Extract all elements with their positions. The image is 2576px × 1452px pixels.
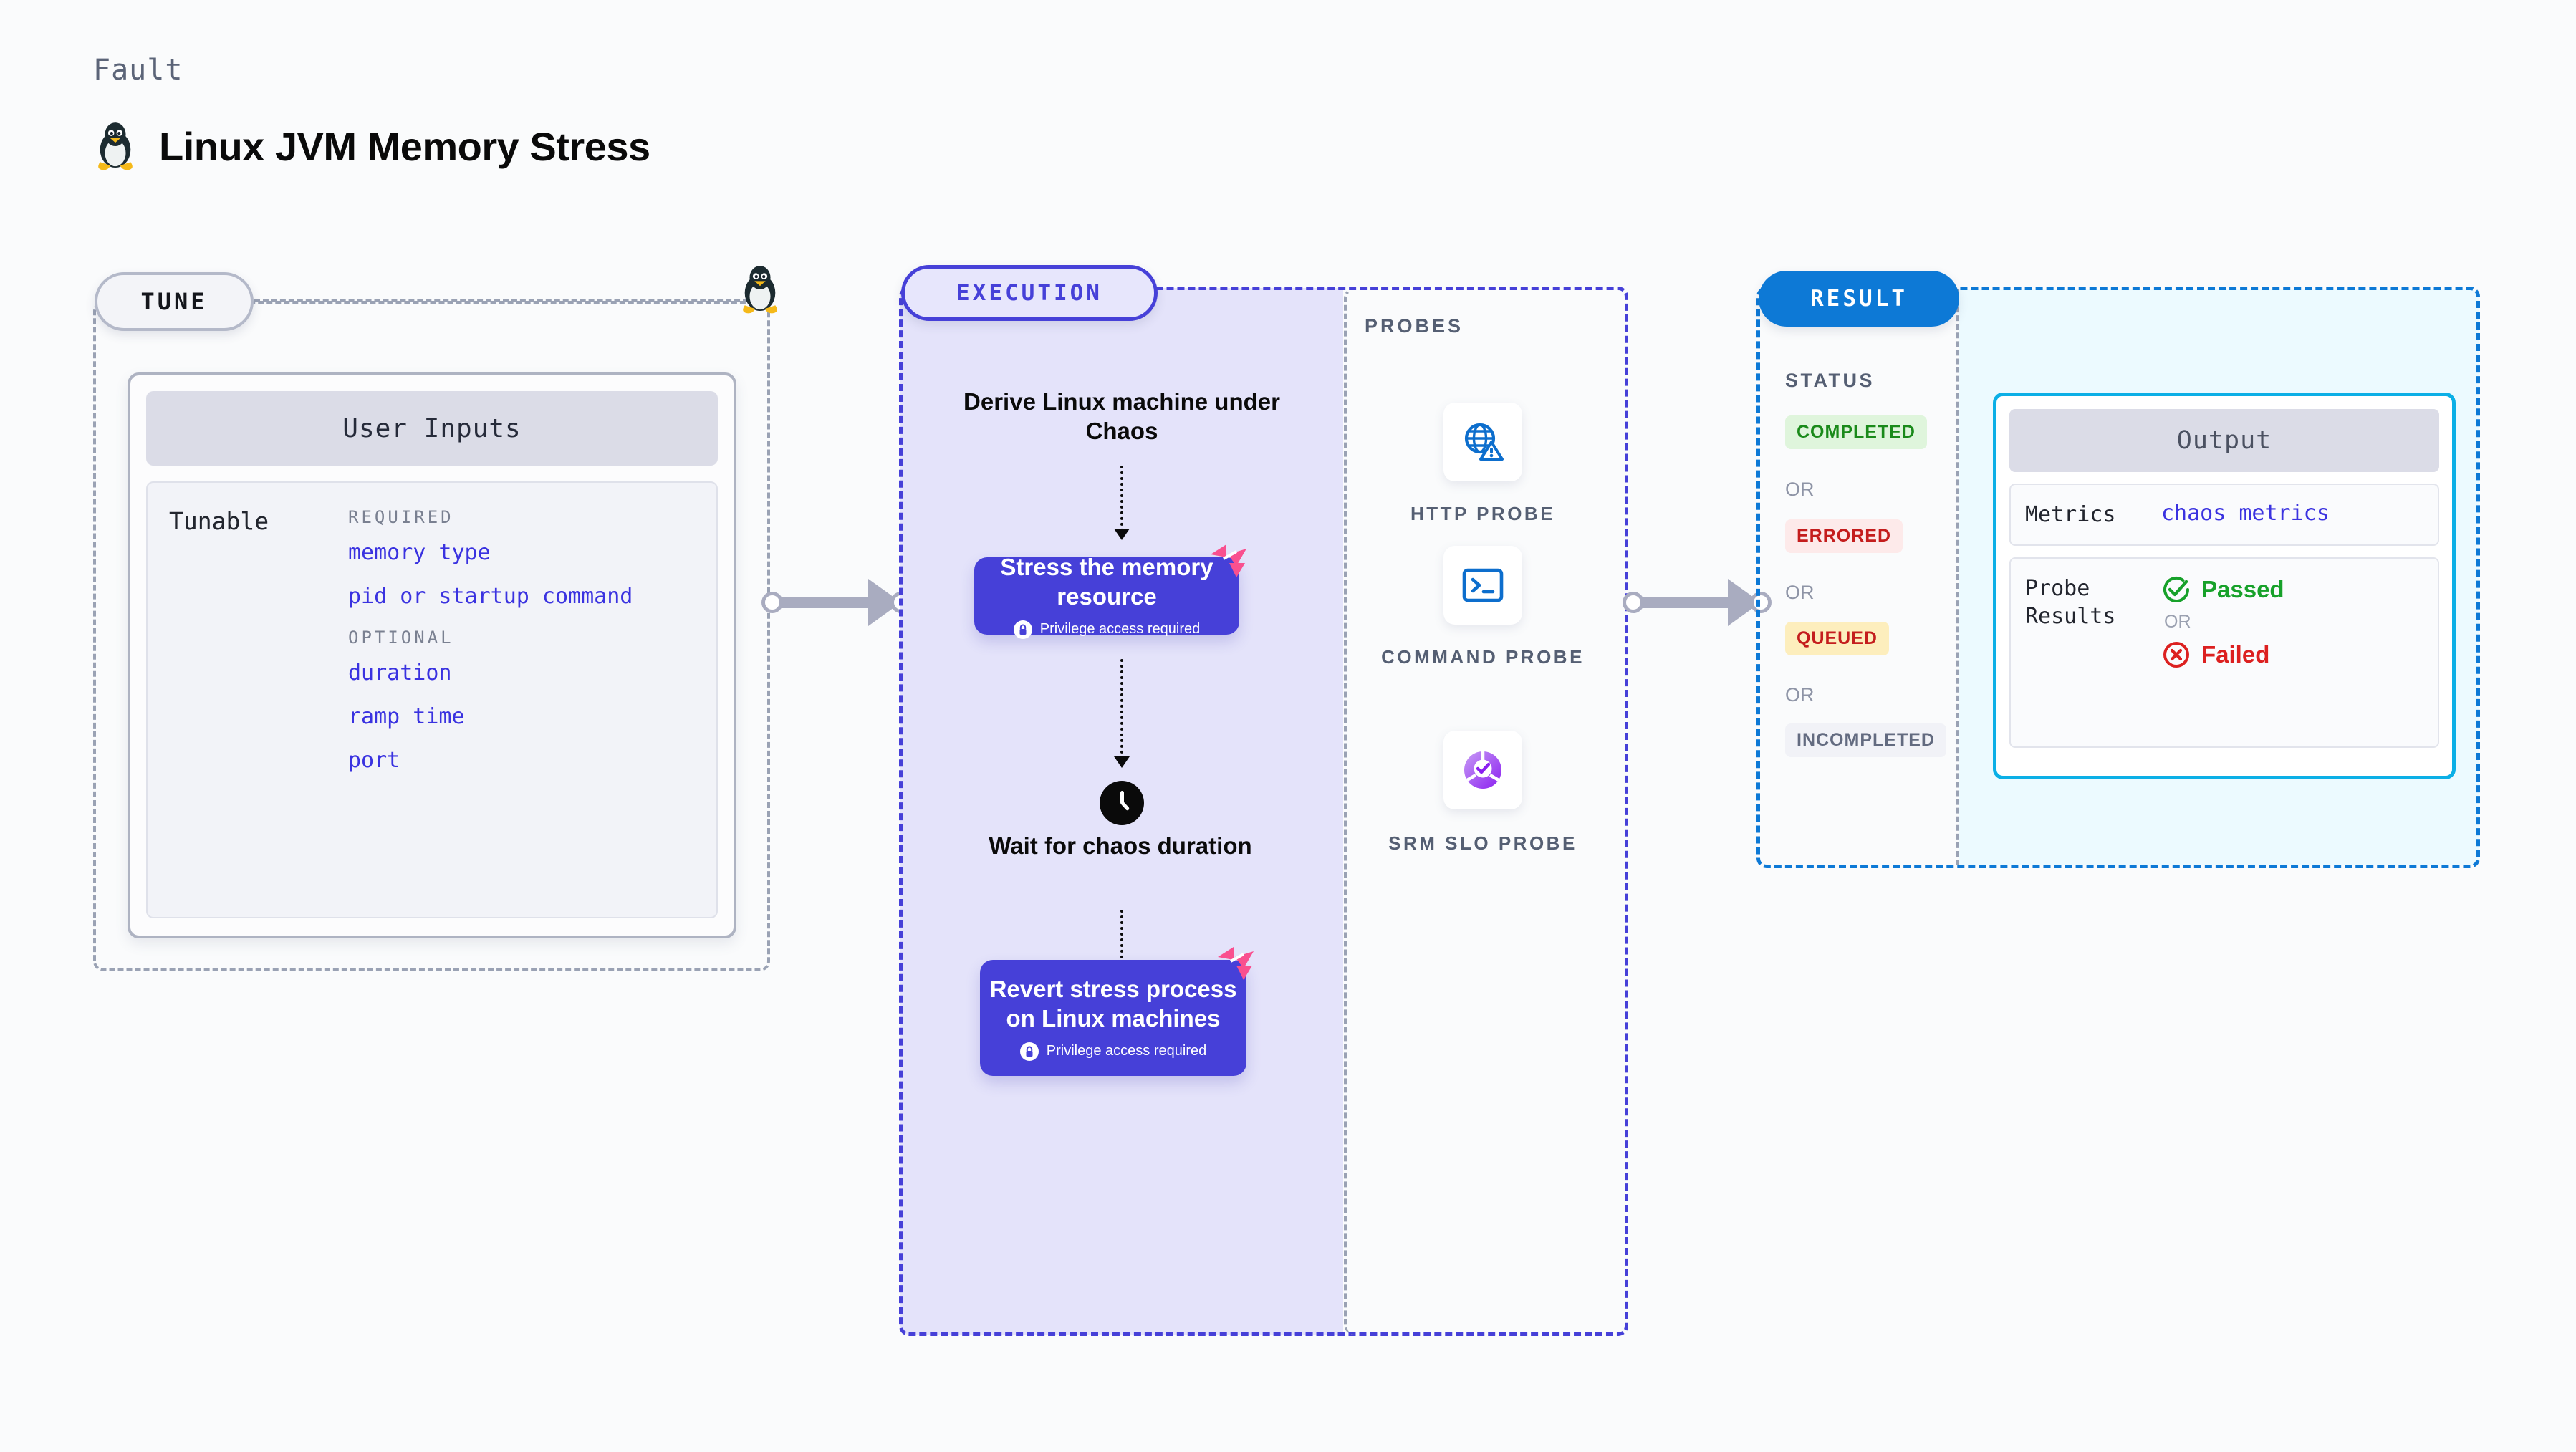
probe-result-passed-label: Passed bbox=[2201, 576, 2284, 602]
output-card: Output Metrics chaos metrics Probe Resul… bbox=[1993, 393, 2456, 779]
flow-arrow-line-2 bbox=[1120, 659, 1123, 759]
clock-icon bbox=[1100, 781, 1144, 825]
page-title-row: Linux JVM Memory Stress bbox=[93, 120, 650, 172]
status-or-3: OR bbox=[1785, 684, 1815, 706]
tune-pill[interactable]: TUNE bbox=[95, 272, 254, 331]
revert-card-title: Revert stress process on Linux machines bbox=[989, 976, 1237, 1032]
user-inputs-header: User Inputs bbox=[146, 391, 718, 466]
x-circle-icon bbox=[2163, 642, 2189, 668]
output-header: Output bbox=[2009, 409, 2439, 472]
probe-tile-srm-slo[interactable] bbox=[1443, 731, 1522, 809]
probe-result-or: OR bbox=[2164, 612, 2191, 632]
flow-arrow-line-1 bbox=[1120, 466, 1123, 532]
lock-icon bbox=[1019, 1042, 1039, 1061]
result-pill[interactable]: RESULT bbox=[1759, 271, 1959, 327]
probes-label: PROBES bbox=[1365, 315, 1464, 337]
output-metrics-key: Metrics bbox=[2025, 502, 2116, 527]
tunable-item-duration[interactable]: duration bbox=[348, 660, 452, 686]
litmus-logo-icon bbox=[1218, 947, 1254, 980]
execution-pill[interactable]: EXECUTION bbox=[901, 265, 1158, 321]
probe-result-failed-label: Failed bbox=[2201, 641, 2270, 668]
probe-result-passed: Passed bbox=[2161, 574, 2284, 605]
tux-penguin-icon-small bbox=[743, 266, 777, 314]
flow-arrow-tip-1 bbox=[1114, 529, 1130, 540]
stress-card-title: Stress the memory resource bbox=[1000, 554, 1213, 610]
status-badge-queued: QUEUED bbox=[1785, 622, 1889, 655]
tunable-item-port[interactable]: port bbox=[348, 748, 400, 773]
lock-icon bbox=[1013, 620, 1032, 639]
stress-card-privilege-text: Privilege access required bbox=[1039, 621, 1201, 638]
status-badge-incompleted: INCOMPLETED bbox=[1785, 723, 1946, 757]
globe-warning-icon bbox=[1464, 423, 1504, 461]
execution-card-stress[interactable]: Stress the memory resource Privilege acc… bbox=[974, 544, 1246, 639]
slo-donut-check-icon bbox=[1464, 751, 1501, 789]
status-subboundary bbox=[1759, 289, 1959, 865]
output-probe-results-key: Probe Results bbox=[2025, 576, 2116, 629]
probe-label-http: HTTP PROBE bbox=[1410, 503, 1556, 524]
output-row-probe-results: Probe Results Passed OR Failed bbox=[2009, 557, 2439, 748]
litmus-logo-icon bbox=[1211, 544, 1246, 577]
execution-boundary bbox=[899, 287, 1628, 1336]
status-label: STATUS bbox=[1785, 370, 1875, 391]
tunable-item-ramp-time[interactable]: ramp time bbox=[348, 704, 465, 729]
probe-tile-http[interactable] bbox=[1443, 403, 1522, 481]
tux-penguin-icon bbox=[98, 122, 133, 170]
execution-step-wait: Wait for chaos duration bbox=[989, 832, 1252, 859]
status-or-2: OR bbox=[1785, 582, 1815, 603]
tunable-group-title-required: REQUIRED bbox=[348, 507, 454, 527]
execution-card-revert[interactable]: Revert stress process on Linux machines … bbox=[980, 947, 1254, 1076]
probes-boundary bbox=[1344, 288, 1628, 1335]
tunable-item-pid-or-startup-command[interactable]: pid or startup command bbox=[348, 584, 633, 609]
execution-step-derive: Derive Linux machine under Chaos bbox=[963, 388, 1280, 445]
tunable-group-title-optional: OPTIONAL bbox=[348, 628, 454, 648]
page-title: Linux JVM Memory Stress bbox=[159, 123, 650, 169]
output-row-metrics: Metrics chaos metrics bbox=[2009, 484, 2439, 546]
tunable-label: Tunable bbox=[169, 507, 269, 535]
probe-tile-command[interactable] bbox=[1443, 546, 1522, 625]
flow-arrow-tip-2 bbox=[1114, 756, 1130, 768]
tunable-groups: REQUIRED memory type pid or startup comm… bbox=[348, 507, 633, 893]
check-circle-icon bbox=[2163, 576, 2189, 602]
revert-card-privilege-text: Privilege access required bbox=[1046, 1043, 1207, 1059]
stress-card-privilege-row: Privilege access required bbox=[1013, 620, 1201, 639]
revert-card-privilege-row: Privilege access required bbox=[1019, 1042, 1207, 1061]
output-metrics-value[interactable]: chaos metrics bbox=[2161, 501, 2330, 526]
tune-boundary bbox=[93, 301, 770, 971]
page-kicker: Fault bbox=[93, 54, 183, 87]
probe-label-srm-slo: SRM SLO PROBE bbox=[1388, 832, 1577, 854]
probe-label-command: COMMAND PROBE bbox=[1381, 646, 1585, 668]
status-badge-errored: ERRORED bbox=[1785, 519, 1903, 553]
tunable-item-memory-type[interactable]: memory type bbox=[348, 540, 491, 565]
user-inputs-card: User Inputs Tunable REQUIRED memory type… bbox=[128, 372, 736, 938]
status-badge-completed: COMPLETED bbox=[1785, 415, 1927, 449]
tune-top-dashed-link bbox=[254, 299, 749, 302]
probe-result-failed: Failed bbox=[2161, 640, 2284, 670]
status-or-1: OR bbox=[1785, 479, 1815, 500]
flow-arrow-line-3 bbox=[1120, 910, 1123, 964]
terminal-icon bbox=[1462, 568, 1504, 602]
output-probe-results-values: Passed OR Failed bbox=[2161, 574, 2284, 731]
tunable-body: Tunable REQUIRED memory type pid or star… bbox=[146, 481, 718, 918]
result-boundary bbox=[1756, 287, 2480, 868]
